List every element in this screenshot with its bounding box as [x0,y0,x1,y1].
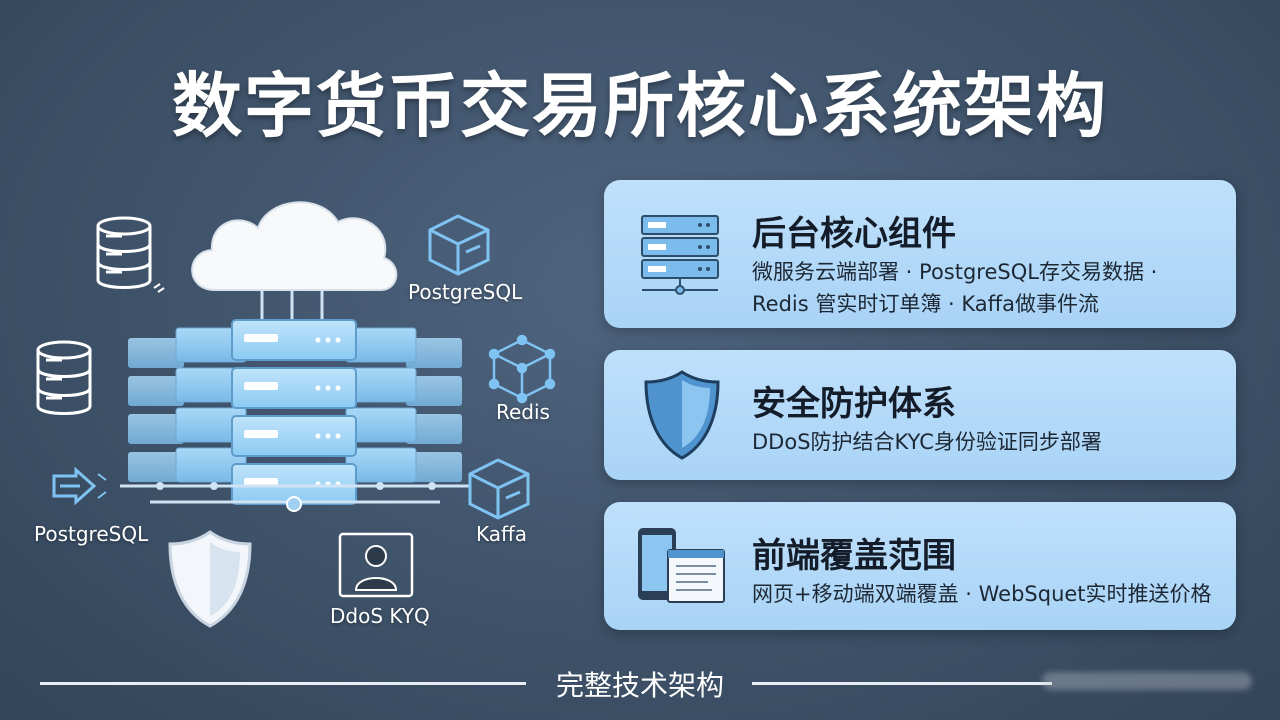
card-desc-line: Redis 管实时订单簿 · Kaffa做事件流 [752,292,1099,316]
data-flow-icon [52,466,107,506]
label-ddos-kyq: DdoS KYQ [330,604,430,628]
database-icon-top [96,216,165,293]
card-description: DDoS防护结合KYC身份验证同步部署 [752,426,1222,458]
card-security-system: 安全防护体系 DDoS防护结合KYC身份验证同步部署 [604,350,1236,480]
card-title: 安全防护体系 [752,384,956,424]
label-postgresql-left: PostgreSQL [34,522,149,546]
shield-illustration-icon [168,530,252,628]
card-frontend-coverage: 前端覆盖范围 网页+移动端双端覆盖 · WebSquet实时推送价格 [604,502,1236,630]
kaffa-box-icon [468,458,530,520]
architecture-illustration: PostgreSQL Redis PostgreSQL Kaffa DdoS K… [0,160,600,660]
footer-caption: 完整技术架构 [555,669,724,702]
cloud-connectors [260,290,324,320]
card-description: 网页+移动端双端覆盖 · WebSquet实时推送价格 [752,578,1222,610]
network-bus [120,482,470,512]
card-desc-line: 微服务云端部署 · PostgreSQL存交易数据 · [752,260,1158,284]
card-title: 后台核心组件 [752,214,956,254]
page-title: 数字货币交易所核心系统架构 [172,65,1108,147]
server-rack-back [128,338,462,482]
server-stack-icon [634,180,734,328]
label-redis: Redis [496,400,550,424]
illustration-svg [36,201,556,628]
watermark-blur [1042,672,1252,690]
footer-divider-left [40,682,526,685]
card-title: 前端覆盖范围 [752,536,956,576]
card-description: 微服务云端部署 · PostgreSQL存交易数据 · Redis 管实时订单簿… [752,256,1222,320]
card-backend-components: 后台核心组件 微服务云端部署 · PostgreSQL存交易数据 · Redis… [604,180,1236,328]
label-kaffa: Kaffa [476,522,528,546]
card-desc-line: 网页+移动端双端覆盖 · WebSquet实时推送价格 [752,582,1212,606]
database-icon-left [36,340,92,415]
redis-cube-icon [488,334,556,404]
server-rack-main [231,319,357,505]
user-id-icon [338,532,414,598]
card-desc-line: DDoS防护结合KYC身份验证同步部署 [752,430,1102,454]
label-postgresql-top: PostgreSQL [408,280,523,304]
postgresql-box-icon [428,214,490,276]
devices-icon [634,502,734,630]
footer-divider-right [752,682,1052,685]
cloud-icon [191,201,398,291]
shield-icon [634,350,734,480]
